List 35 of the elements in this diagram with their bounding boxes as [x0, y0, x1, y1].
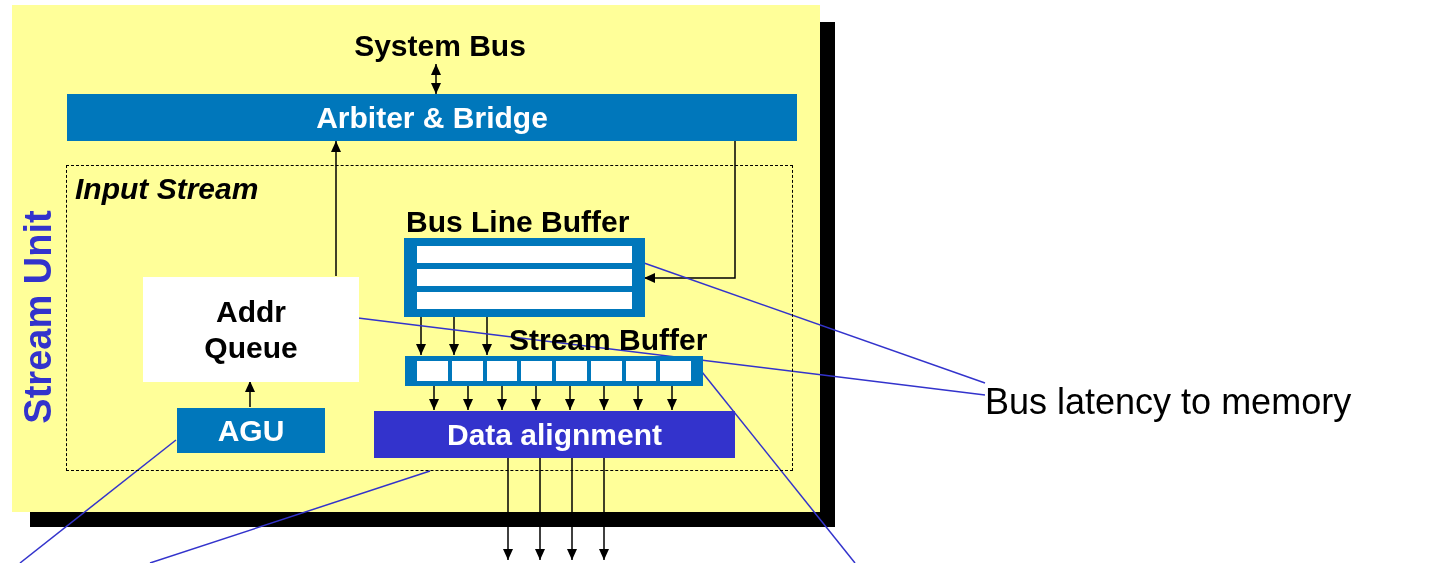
- arrow: [535, 456, 545, 561]
- arrow: [482, 315, 492, 356]
- leader-line: [149, 470, 431, 563]
- arrow: [667, 384, 677, 411]
- agu-box: AGU: [177, 408, 325, 453]
- arrow: [643, 140, 736, 283]
- bus-label: System Bus: [354, 31, 526, 61]
- data-alignment-bar: Data alignment: [374, 411, 735, 458]
- arbiter-bridge-bar: Arbiter & Bridge: [67, 94, 797, 141]
- arrow: [449, 315, 459, 356]
- arrow: [503, 456, 513, 561]
- annotation-text: Bus latency to memory: [985, 384, 1352, 420]
- panel-title: Stream Unit: [19, 210, 57, 424]
- arrow: [599, 456, 609, 561]
- addr-queue-box: Addr Queue: [143, 277, 359, 382]
- leader-line: [19, 439, 177, 563]
- arrow: [567, 456, 577, 561]
- buffer-label: Bus Line Buffer: [406, 207, 630, 237]
- arrow: [431, 63, 441, 95]
- group-title: Input Stream: [75, 174, 259, 204]
- leader-line: [357, 317, 986, 396]
- arrow: [633, 384, 643, 411]
- leader-line: [701, 371, 856, 563]
- arrow: [531, 384, 541, 411]
- arrow: [416, 315, 426, 356]
- arrow: [599, 384, 609, 411]
- arrow: [565, 384, 575, 411]
- input-stream-group: [66, 165, 793, 471]
- arrow: [463, 384, 473, 411]
- stream-unit-panel: [12, 5, 820, 512]
- arrow: [331, 140, 341, 277]
- arrow: [429, 384, 439, 411]
- arrow: [245, 380, 255, 408]
- leader-line: [643, 262, 986, 384]
- arrow: [497, 384, 507, 411]
